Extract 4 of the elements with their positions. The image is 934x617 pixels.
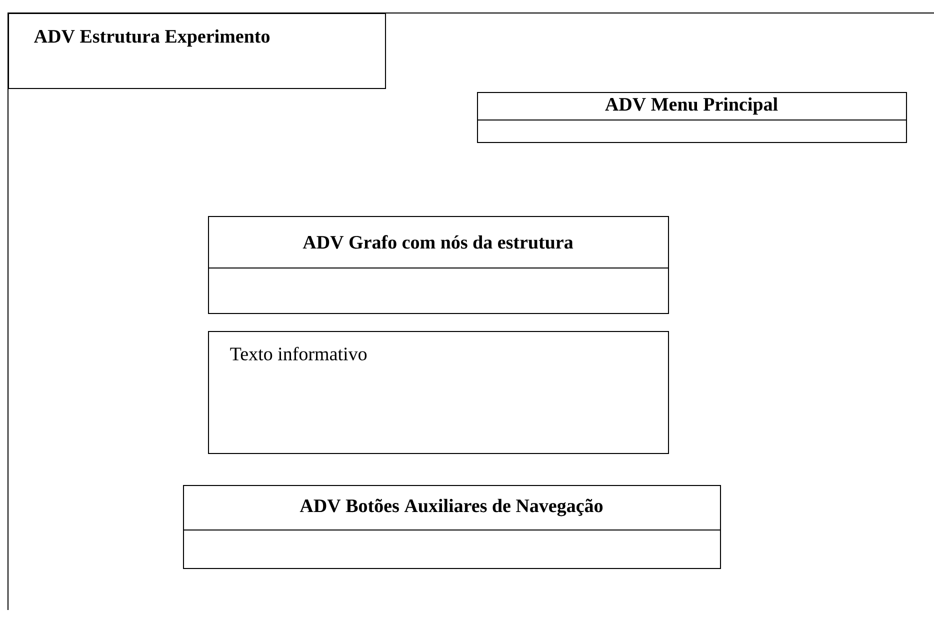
text-box: Texto informativo [208, 331, 669, 454]
class-box: ADV Grafo com nós da estrutura [208, 216, 669, 314]
class-box: ADV Menu Principal [476, 92, 907, 143]
class-box: ADV Botões Auxiliares de Navegação [182, 485, 721, 569]
